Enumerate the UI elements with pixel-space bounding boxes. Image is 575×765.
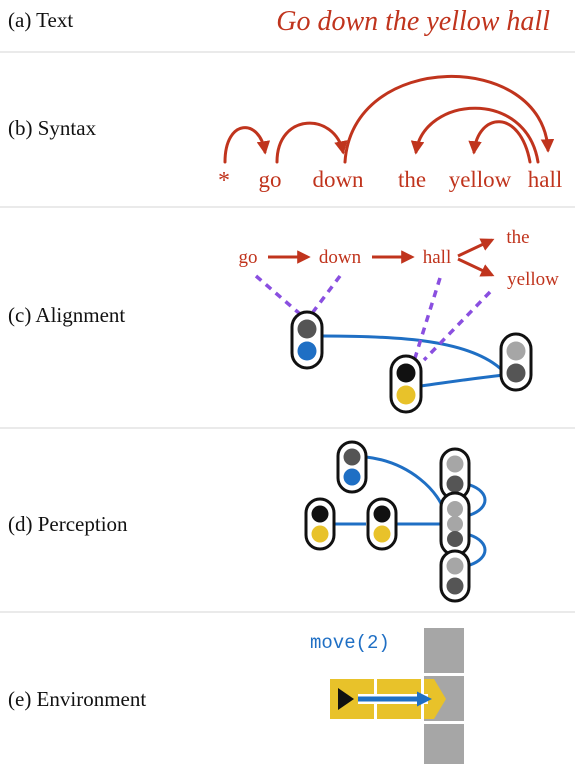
instruction-sentence: Go down the yellow hall — [276, 6, 550, 37]
alignment-link-yellow — [422, 290, 492, 362]
alignment-word-down: down — [319, 247, 362, 268]
perception-edge-upper-bracket — [469, 483, 487, 517]
perception-nodes — [304, 440, 471, 603]
token-go: go — [259, 167, 282, 192]
alignment-word-go: go — [239, 247, 258, 268]
alignment-blue-edge-1 — [322, 334, 504, 372]
alignment-link-go — [254, 274, 302, 316]
corridor-cell-top — [424, 628, 464, 673]
perception-node-black-yellow-1 — [304, 497, 336, 551]
arc-down-hall — [343, 74, 555, 164]
token-the: the — [398, 167, 426, 192]
row-label-text: (a) Text — [8, 8, 73, 32]
perception-edge-lower-bracket — [469, 533, 487, 567]
arc-go-down — [275, 121, 348, 164]
alignment-nodes — [290, 310, 533, 414]
token-yellow: yellow — [449, 167, 512, 192]
arc-hall-yellow — [468, 120, 532, 164]
alignment-word-the: the — [506, 227, 529, 248]
corridor-cell-bottom — [424, 724, 464, 764]
yellow-tile-3-arrowhead — [424, 679, 446, 719]
arc-hall-the — [410, 106, 540, 164]
row-label-syntax: (b) Syntax — [8, 116, 97, 140]
row-label-perception: (d) Perception — [8, 512, 128, 536]
alignment-blue-edge-2 — [420, 373, 505, 388]
node-black-yellow — [389, 354, 423, 414]
node-gray-dark — [499, 332, 533, 392]
agent-icon — [338, 688, 354, 710]
arc-root-go — [223, 126, 271, 164]
arrow-hall-yellow — [457, 257, 495, 277]
alignment-word-yellow: yellow — [507, 269, 559, 290]
dependency-arcs — [223, 74, 555, 164]
alignment-link-down — [311, 274, 342, 314]
perception-node-gray-dark-top — [439, 447, 471, 501]
token-hall: hall — [528, 167, 563, 192]
row-label-alignment: (c) Alignment — [8, 303, 125, 327]
row-label-environment: (e) Environment — [8, 687, 146, 711]
move-command: move(2) — [310, 632, 390, 654]
perception-node-dark-blue — [336, 440, 368, 494]
perception-node-center — [439, 491, 471, 557]
alignment-edges — [254, 274, 505, 388]
alignment-words: go down hall the yellow — [239, 227, 560, 290]
perception-node-gray-dark-bottom — [439, 549, 471, 603]
perception-node-black-yellow-2 — [366, 497, 398, 551]
syntax-tokens: * go down the yellow hall — [218, 167, 562, 194]
alignment-word-hall: hall — [423, 247, 452, 268]
arrow-hall-the — [457, 238, 495, 258]
token-root: * — [218, 168, 230, 194]
token-down: down — [312, 167, 364, 192]
alignment-word-arrows — [268, 238, 495, 277]
node-dark-blue — [290, 310, 324, 370]
alignment-link-hall — [413, 277, 442, 359]
